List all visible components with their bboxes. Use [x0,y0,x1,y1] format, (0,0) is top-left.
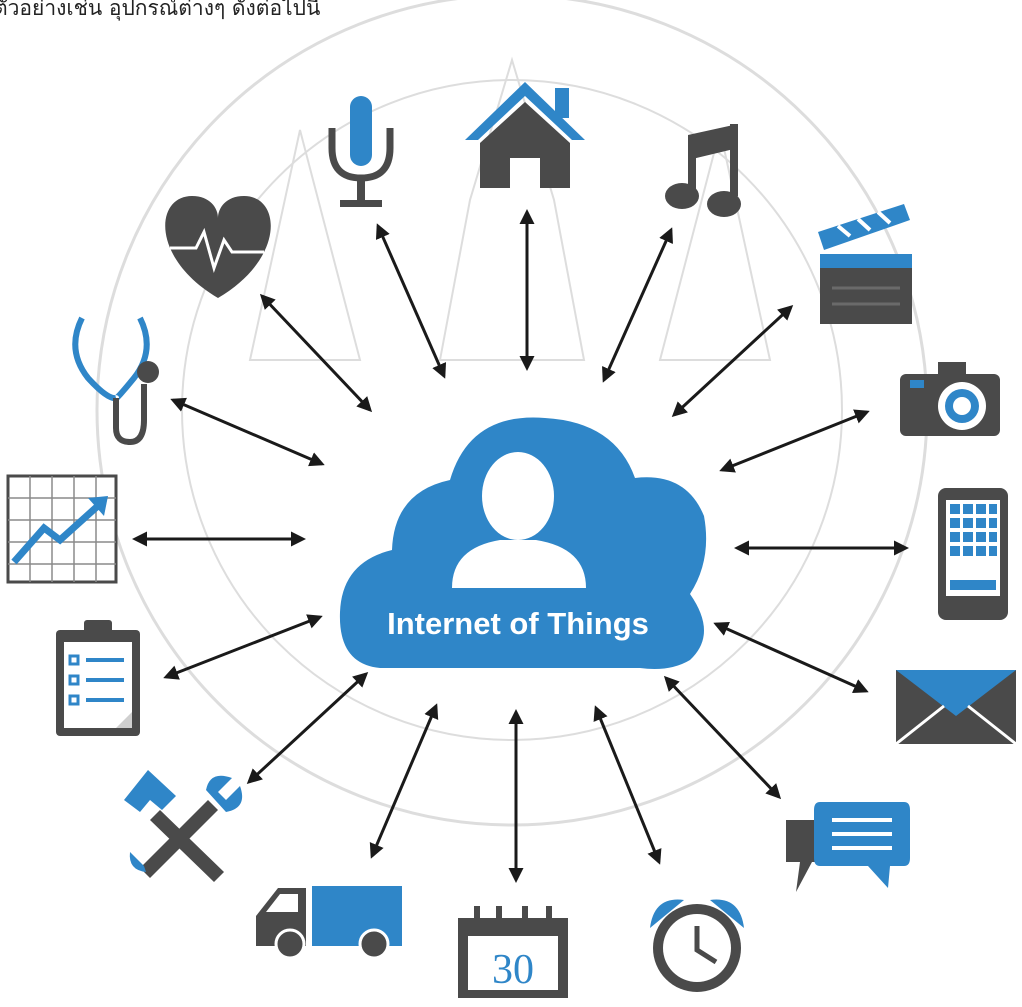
tablet-icon [938,488,1008,620]
music-note-icon [665,124,741,217]
arrow-clapperboard [671,304,794,418]
heart-rate-icon [165,196,271,298]
delivery-truck-icon [256,886,402,960]
arrow-tools [246,671,369,785]
house-icon [465,82,585,188]
arrow-stethoscope [170,397,325,467]
arrow-camera [719,409,870,473]
iot-cloud-hub: Internet of Things [339,417,707,669]
chat-bubbles-icon [786,802,910,892]
stethoscope-icon [72,316,159,446]
arrow-truck [369,703,439,859]
arrow-envelope [713,622,869,693]
alarm-clock-icon [650,899,744,992]
arrow-alarm [593,705,662,865]
user-icon [452,452,586,588]
clapperboard-icon [818,204,912,324]
arrow-clipboard [163,614,323,680]
calendar-day: 30 [492,947,534,993]
arrow-microphone [375,223,447,379]
arrow-heart [259,293,373,413]
microphone-icon [328,96,394,207]
connector-arrows [132,209,909,883]
tools-icon [124,770,243,882]
calendar-icon: 30 [458,906,568,998]
arrow-chat [663,675,782,800]
growth-chart-icon [6,474,118,584]
clipboard-icon [56,620,140,736]
page-caption: ตัวอย่างเช่น อุปกรณ์ต่างๆ ดังต่อไปนี้ [0,0,321,20]
camera-icon [900,362,1000,436]
envelope-icon [895,670,1017,746]
hub-label: Internet of Things [387,606,649,641]
arrow-music [602,227,673,383]
